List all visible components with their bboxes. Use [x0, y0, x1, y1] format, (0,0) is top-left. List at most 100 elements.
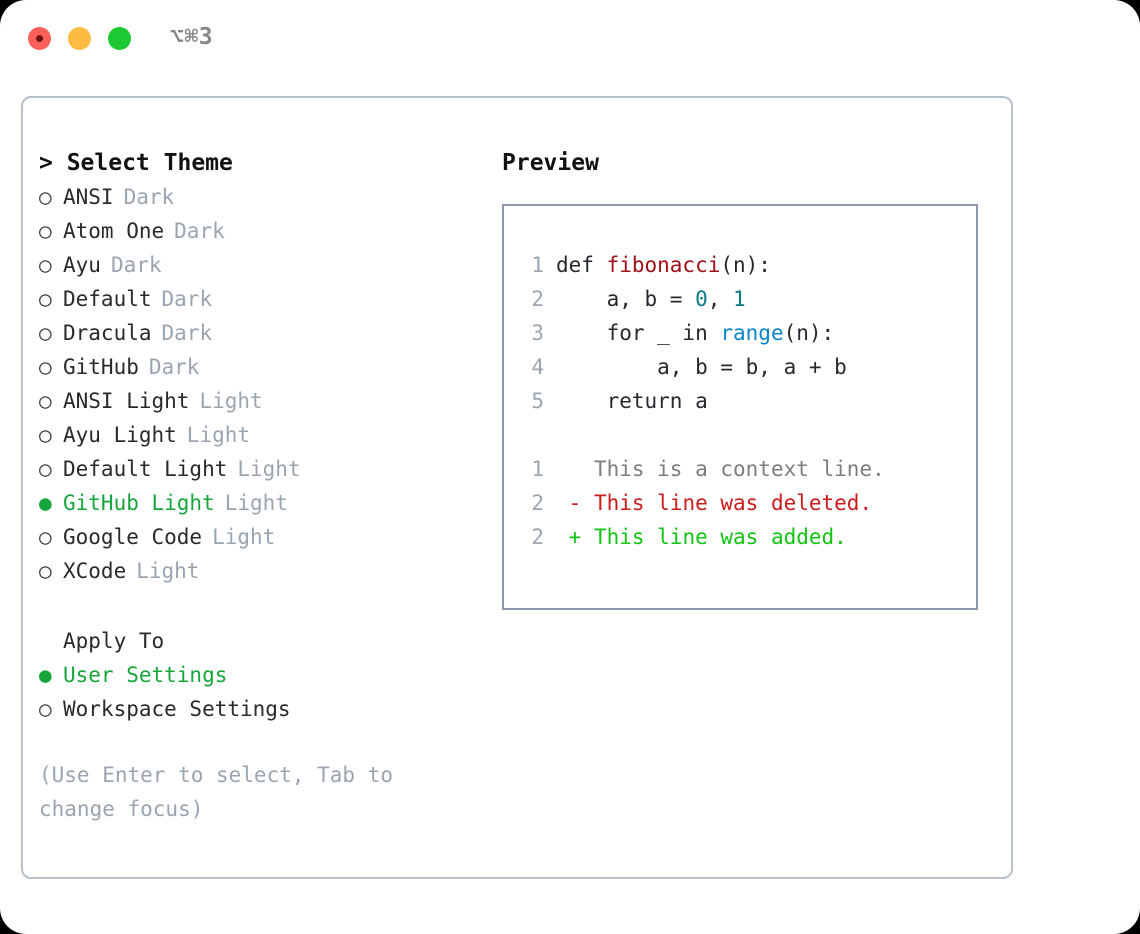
radio-unselected-icon: ○: [39, 287, 52, 311]
theme-option-label: Dracula: [63, 321, 152, 345]
keyboard-hint-text: (Use Enter to select, Tab to change focu…: [39, 763, 394, 821]
radio-unselected-icon: ○: [39, 355, 52, 379]
line-number: 2: [531, 287, 544, 311]
theme-option-github[interactable]: ○ GitHub Dark: [39, 350, 479, 384]
diff-block: 1 This is a context line.2 - This line w…: [514, 452, 976, 554]
diff-marker: +: [556, 525, 582, 549]
theme-variant-badge: Light: [224, 491, 288, 515]
code-line-content: a, b = 0, 1: [556, 282, 746, 316]
code-token: fibonacci: [606, 253, 721, 277]
code-line-content: a, b = b, a + b: [556, 350, 847, 384]
theme-option-label: XCode: [63, 559, 127, 583]
theme-option-dracula[interactable]: ○ Dracula Dark: [39, 316, 479, 350]
theme-option-label: GitHub: [63, 355, 139, 379]
theme-variant-badge: Light: [237, 457, 301, 481]
theme-variant-badge: Dark: [161, 321, 213, 345]
code-token: (n):: [783, 321, 835, 345]
theme-option-label: Ayu: [63, 253, 101, 277]
diff-line-add: 2 + This line was added.: [514, 520, 976, 554]
theme-variant-badge: Dark: [161, 287, 213, 311]
radio-unselected-icon: ○: [39, 457, 52, 481]
theme-option-google-code[interactable]: ○ Google Code Light: [39, 520, 479, 554]
apply-to-option-user-settings[interactable]: ● User Settings: [39, 658, 479, 692]
code-token: range: [720, 321, 784, 345]
line-number: 1: [531, 457, 544, 481]
code-token: ,: [707, 287, 734, 311]
radio-unselected-icon: ○: [39, 321, 52, 345]
apply-to-list: ● User Settings ○ Workspace Settings: [39, 658, 479, 726]
theme-option-label: Google Code: [63, 525, 203, 549]
theme-option-xcode[interactable]: ○ XCode Light: [39, 554, 479, 588]
theme-variant-badge: Dark: [174, 219, 225, 243]
title-bar: ⌥⌘3: [0, 0, 1140, 78]
theme-variant-badge: Dark: [110, 253, 162, 277]
code-line: 4 a, b = b, a + b: [514, 350, 976, 384]
line-number: 3: [531, 321, 544, 345]
theme-option-default-light[interactable]: ○ Default Light Light: [39, 452, 479, 486]
line-number: 2: [531, 491, 544, 515]
diff-line-del: 2 - This line was deleted.: [514, 486, 976, 520]
diff-line-content: This line was deleted.: [581, 491, 873, 515]
theme-variant-badge: Dark: [148, 355, 200, 379]
theme-option-label: Atom One: [63, 219, 165, 243]
code-token: 0: [695, 287, 708, 311]
theme-variant-badge: Light: [212, 525, 276, 549]
apply-to-option-label: Workspace Settings: [63, 697, 291, 721]
keyboard-shortcut-label: ⌥⌘3: [170, 24, 214, 50]
diff-line-ctx: 1 This is a context line.: [514, 452, 976, 486]
radio-selected-icon: ●: [39, 663, 52, 687]
close-button[interactable]: [28, 27, 51, 50]
line-number: 2: [531, 525, 544, 549]
code-token: a, b = b, a + b: [556, 355, 847, 379]
theme-variant-badge: Light: [136, 559, 200, 583]
line-number: 4: [531, 355, 544, 379]
radio-unselected-icon: ○: [39, 525, 52, 549]
theme-selector-title: > Select Theme: [39, 150, 233, 176]
radio-unselected-icon: ○: [39, 423, 52, 447]
preview-title: Preview: [502, 150, 599, 176]
radio-unselected-icon: ○: [39, 559, 52, 583]
theme-option-ayu-light[interactable]: ○ Ayu Light Light: [39, 418, 479, 452]
minimize-button[interactable]: [68, 27, 91, 50]
code-line-content: return a: [556, 384, 708, 418]
radio-unselected-icon: ○: [39, 389, 52, 413]
line-number: 5: [531, 389, 544, 413]
diff-line-content: This line was added.: [581, 525, 847, 549]
theme-option-label: GitHub Light: [63, 491, 215, 515]
code-line: 5 return a: [514, 384, 976, 418]
diff-marker: -: [556, 491, 582, 515]
close-icon: [36, 35, 43, 42]
apply-to-option-workspace-settings[interactable]: ○ Workspace Settings: [39, 692, 479, 726]
theme-option-label: ANSI: [63, 185, 114, 209]
code-token: 1: [733, 287, 746, 311]
theme-variant-badge: Light: [199, 389, 263, 413]
diff-line-content: This is a context line.: [581, 457, 885, 481]
code-token: for _ in: [556, 321, 721, 345]
code-line: 1 def fibonacci(n):: [514, 248, 976, 282]
theme-variant-badge: Light: [186, 423, 251, 447]
theme-option-default[interactable]: ○ Default Dark: [39, 282, 479, 316]
theme-option-label: Default Light: [63, 457, 228, 481]
code-token: a, b =: [556, 287, 696, 311]
maximize-button[interactable]: [108, 27, 131, 50]
theme-option-label: Ayu Light: [63, 423, 177, 447]
diff-marker: [556, 452, 581, 486]
code-token: (n):: [720, 253, 771, 277]
line-number: 1: [531, 253, 544, 277]
code-line: 3 for _ in range(n):: [514, 316, 976, 350]
radio-unselected-icon: ○: [39, 697, 52, 721]
theme-option-label: Default: [63, 287, 152, 311]
apply-to-option-label: User Settings: [63, 663, 228, 687]
code-token: def: [556, 253, 607, 277]
code-diff-separator: [514, 418, 976, 452]
code-token: return a: [556, 389, 708, 413]
